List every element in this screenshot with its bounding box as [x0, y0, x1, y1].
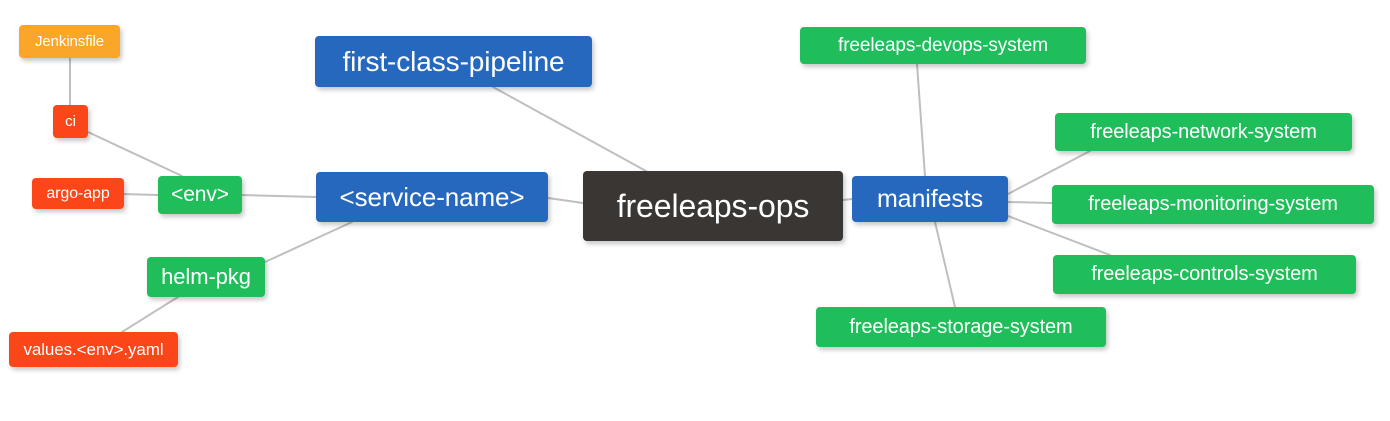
node-label: argo-app [46, 184, 110, 202]
edge-manifests-to-freeleaps-devops-system [916, 63, 926, 177]
node-label: ci [65, 113, 76, 130]
node-label: freeleaps-ops [616, 187, 810, 224]
node-label: manifests [876, 184, 984, 213]
node-label: freeleaps-devops-system [838, 34, 1048, 56]
edge-env-to-service-name [241, 194, 317, 198]
node-manifests[interactable]: manifests [852, 176, 1008, 222]
node-ci[interactable]: ci [53, 105, 88, 138]
node-label: freeleaps-controls-system [1091, 263, 1318, 285]
node-label: freeleaps-monitoring-system [1088, 193, 1338, 215]
node-label: values.<env>.yaml [23, 339, 164, 359]
node-label: helm-pkg [161, 264, 251, 289]
node-argo-app[interactable]: argo-app [32, 178, 124, 209]
node-freeleaps-network-system[interactable]: freeleaps-network-system [1055, 113, 1352, 151]
edge-argo-app-to-env [123, 193, 159, 196]
node-values-env-yaml[interactable]: values.<env>.yaml [9, 332, 178, 367]
node-jenkinsfile[interactable]: Jenkinsfile [19, 25, 120, 58]
edge-freeleaps-ops-to-manifests [842, 198, 853, 201]
node-freeleaps-storage-system[interactable]: freeleaps-storage-system [816, 307, 1106, 347]
node-freeleaps-monitoring-system[interactable]: freeleaps-monitoring-system [1052, 185, 1374, 224]
node-freeleaps-devops-system[interactable]: freeleaps-devops-system [800, 27, 1086, 64]
node-label: freeleaps-storage-system [849, 315, 1073, 338]
edge-helm-pkg-to-service-name [264, 221, 353, 263]
edge-manifests-to-freeleaps-monitoring-system [1007, 201, 1053, 204]
node-label: <service-name> [339, 181, 525, 212]
node-helm-pkg[interactable]: helm-pkg [147, 257, 265, 297]
node-label: freeleaps-network-system [1090, 120, 1317, 143]
node-label: first-class-pipeline [342, 45, 565, 77]
edge-first-class-pipeline-to-freeleaps-ops [492, 86, 647, 172]
node-env[interactable]: <env> [158, 176, 242, 214]
node-label: <env> [171, 183, 229, 206]
edge-ci-to-env [87, 131, 183, 177]
node-freeleaps-controls-system[interactable]: freeleaps-controls-system [1053, 255, 1356, 294]
node-first-class-pipeline[interactable]: first-class-pipeline [315, 36, 592, 87]
edge-manifests-to-freeleaps-storage-system [934, 221, 956, 308]
node-service-name[interactable]: <service-name> [316, 172, 548, 222]
node-freeleaps-ops[interactable]: freeleaps-ops [583, 171, 843, 241]
edge-values-env-yaml-to-helm-pkg [121, 296, 179, 333]
edge-service-name-to-freeleaps-ops [547, 197, 584, 204]
node-label: Jenkinsfile [35, 33, 104, 50]
